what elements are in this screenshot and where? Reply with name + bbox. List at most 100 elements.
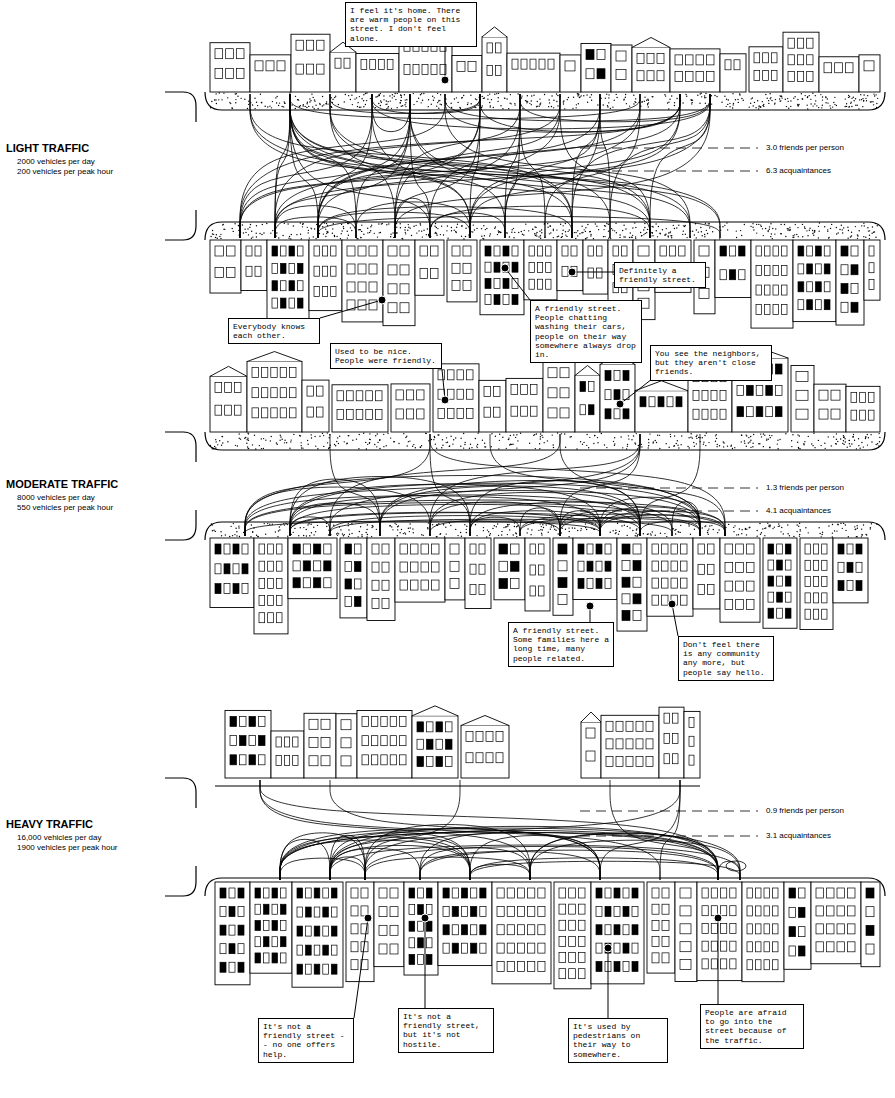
window [370, 60, 376, 70]
building [591, 882, 644, 984]
stipple-dot [338, 104, 339, 105]
stipple-dot [818, 226, 819, 227]
stipple-dot [702, 235, 703, 236]
stipple-dot [539, 231, 540, 232]
stipple-dot [514, 104, 515, 105]
stipple-dot [605, 225, 606, 226]
window [324, 544, 331, 554]
window [632, 906, 638, 916]
window [571, 246, 577, 256]
window [238, 962, 244, 972]
stipple-dot [439, 100, 440, 101]
window [255, 266, 261, 276]
window [725, 60, 731, 70]
window [249, 736, 256, 746]
building [859, 55, 880, 92]
stipple-dot [749, 106, 750, 107]
stipple-dot [685, 233, 686, 234]
window [864, 61, 874, 71]
window [284, 737, 289, 747]
stipple-dot [577, 230, 578, 231]
window [856, 544, 862, 554]
window [215, 49, 223, 59]
building-roof [247, 352, 302, 362]
window [255, 920, 261, 930]
window [819, 390, 828, 400]
window [773, 906, 779, 916]
stipple-dot [224, 229, 225, 230]
stipple-dot [461, 225, 462, 226]
stipple-dot [802, 236, 803, 237]
stipple-dot [837, 232, 838, 233]
window [708, 564, 715, 574]
window [614, 390, 620, 400]
building [465, 538, 491, 609]
stipple-dot [565, 223, 566, 224]
window [314, 286, 319, 296]
stipple-dot [365, 93, 366, 94]
building [210, 376, 247, 432]
stipple-dot [351, 95, 352, 96]
window [838, 581, 844, 591]
stipple-dot [381, 102, 382, 103]
stipple-dot [276, 102, 277, 103]
window [869, 246, 874, 256]
stipple-dot [692, 231, 693, 232]
building [506, 378, 543, 432]
building [309, 240, 342, 311]
window [400, 580, 408, 590]
stipple-dot [603, 229, 604, 230]
stipple-dot [357, 106, 358, 107]
window [747, 942, 753, 952]
window [309, 719, 318, 729]
stipple-dot [563, 101, 564, 102]
window [588, 246, 594, 256]
window [272, 953, 278, 963]
window [860, 410, 866, 420]
window [293, 544, 300, 554]
window [606, 721, 613, 731]
window [521, 59, 527, 69]
stipple-dot [751, 98, 752, 99]
stipple-dot [547, 223, 548, 224]
stipple-dot [750, 103, 751, 104]
window [400, 755, 406, 765]
stipple-dot [829, 105, 830, 106]
window [528, 961, 535, 971]
window [824, 264, 830, 274]
stipple-dot [436, 233, 437, 234]
stipple-dot [233, 231, 234, 232]
stipple-dot [643, 229, 644, 230]
window [511, 544, 520, 554]
stipple-dot [581, 226, 582, 227]
stipple-dot [319, 104, 320, 105]
stipple-dot [260, 94, 261, 95]
loop-line [726, 861, 746, 871]
window [347, 391, 354, 401]
window [652, 953, 659, 963]
window [816, 942, 824, 952]
stipple-dot [635, 236, 636, 237]
window [586, 69, 594, 79]
stipple-dot [401, 96, 402, 97]
window [371, 736, 377, 746]
stipple-dot [326, 233, 327, 234]
stipple-dot [331, 106, 332, 107]
window [796, 390, 808, 400]
window [372, 598, 379, 608]
window [702, 409, 708, 419]
stipple-dot [375, 107, 376, 108]
stipple-dot [752, 223, 753, 224]
stipple-dot [437, 228, 438, 229]
stipple-dot [727, 104, 728, 105]
window [322, 246, 327, 256]
building [611, 45, 632, 92]
stipple-dot [832, 106, 833, 107]
window [756, 960, 762, 970]
stipple-dot [482, 96, 483, 97]
window [725, 581, 733, 591]
stipple-dot [461, 226, 462, 227]
window [259, 544, 265, 554]
window [494, 295, 500, 305]
stipple-dot [489, 102, 490, 103]
